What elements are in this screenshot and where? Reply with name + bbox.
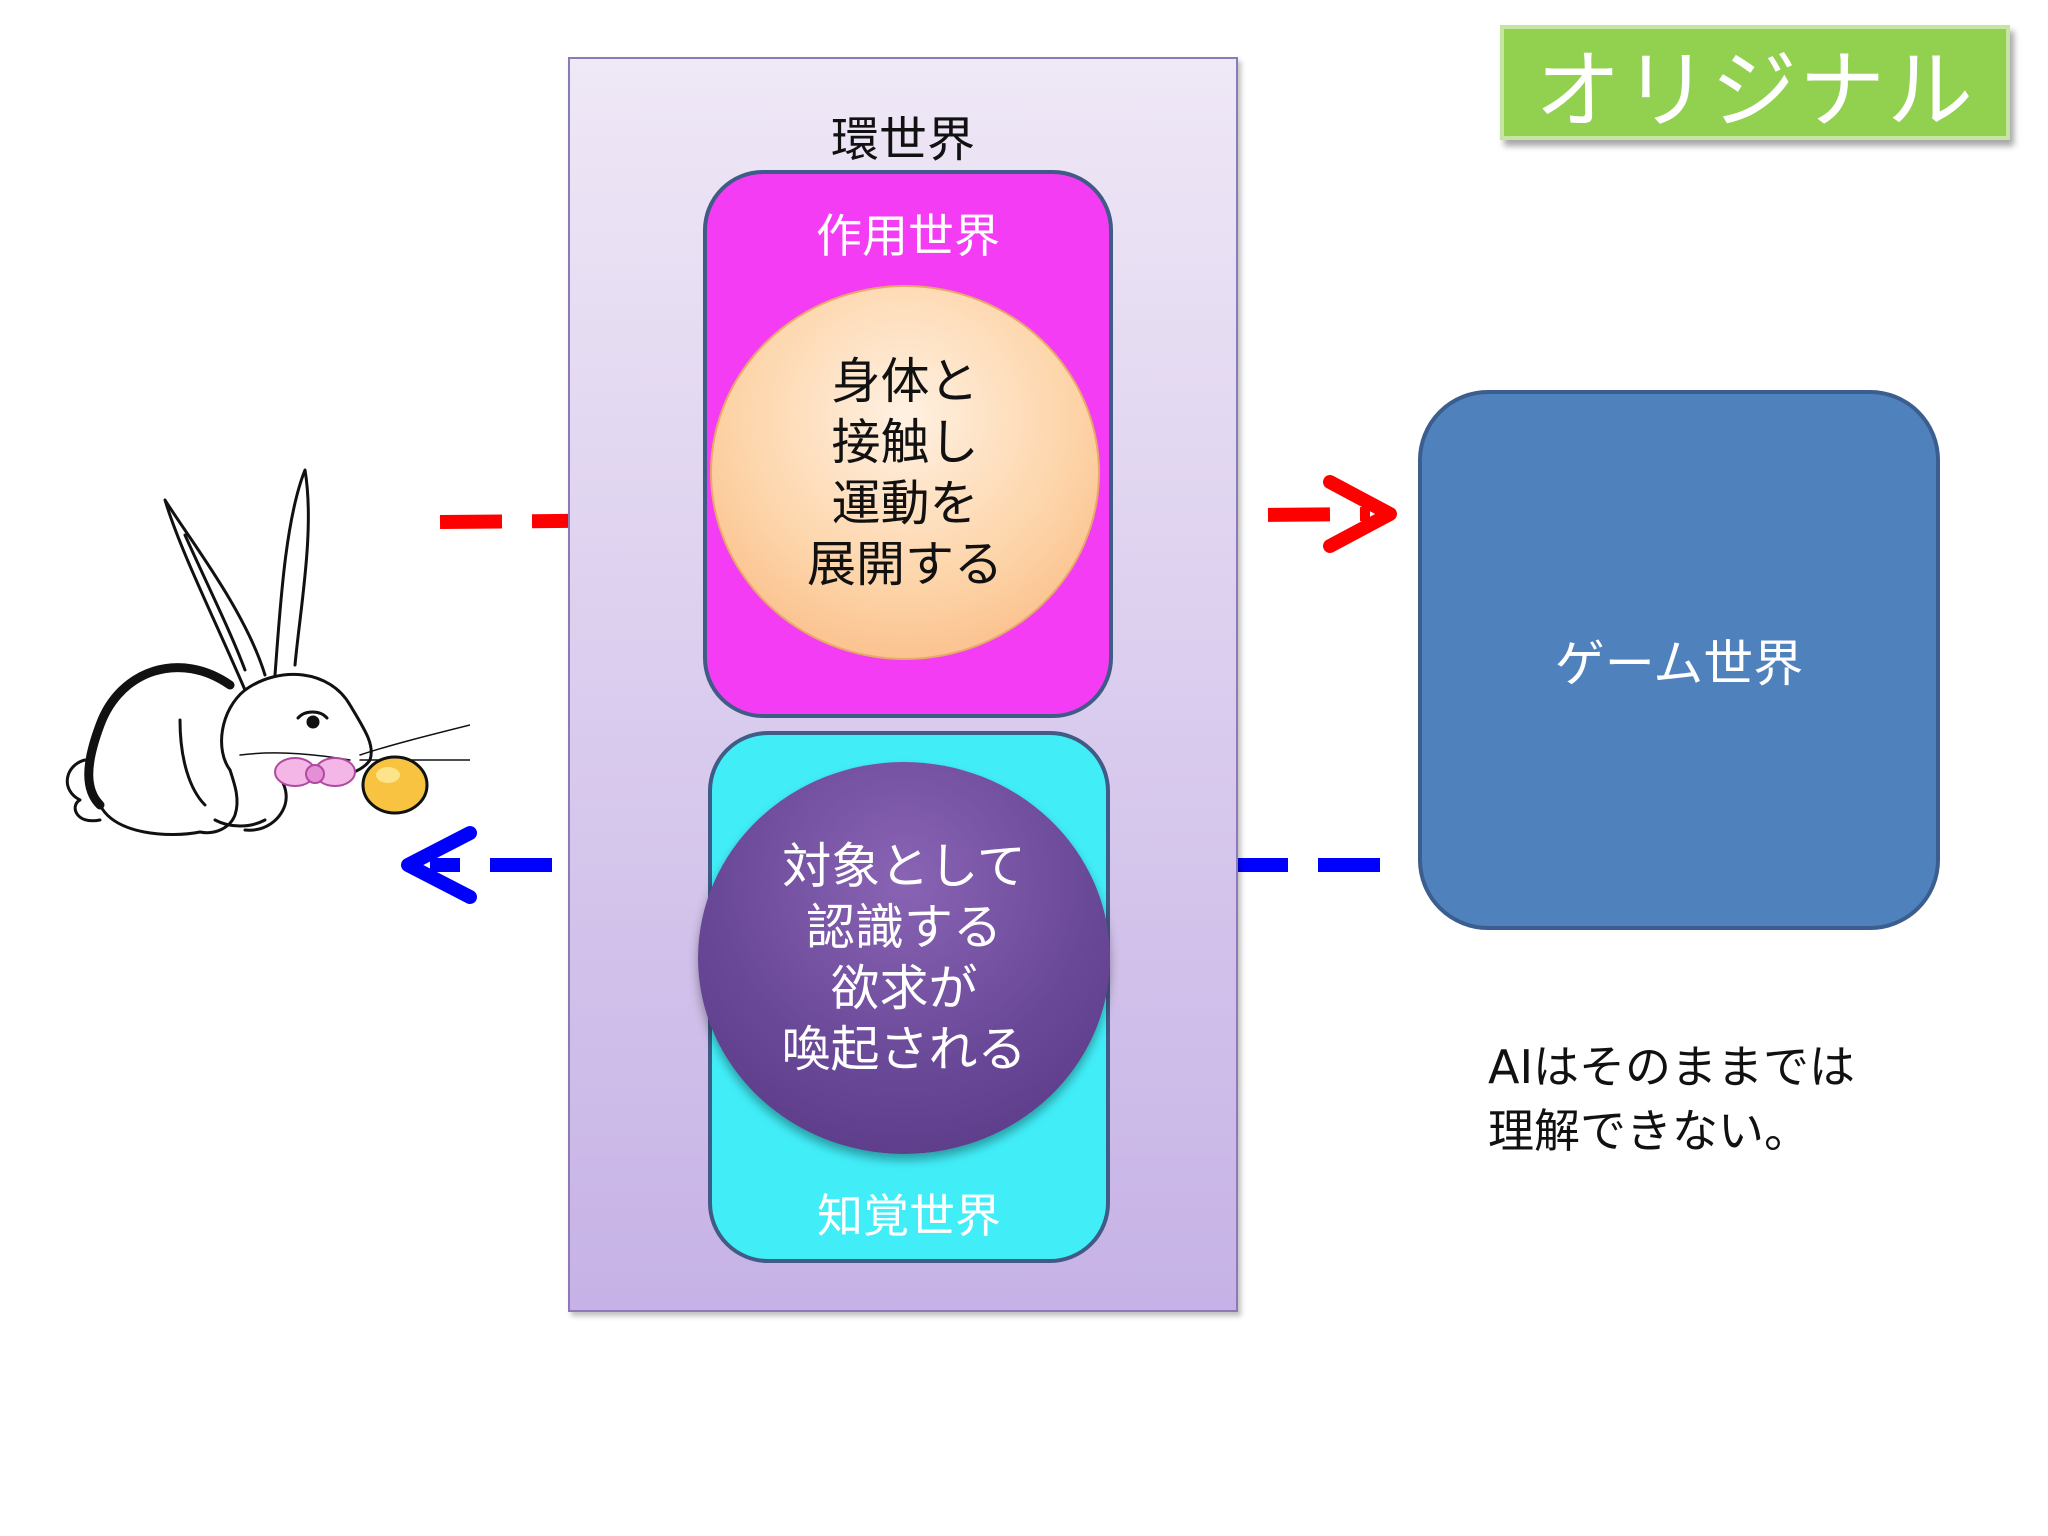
perception-circle-line: 認識する: [805, 899, 1002, 956]
note-line: 理解できない。: [1488, 1104, 1810, 1158]
perception-circle: 対象として 認識する 欲求が 喚起される: [698, 762, 1110, 1154]
game-world-box: ゲーム世界: [1418, 390, 1940, 930]
game-world-label: ゲーム世界: [1554, 635, 1804, 693]
rabbit-with-egg-icon: [65, 468, 470, 837]
action-circle: 身体と 接触し 運動を 展開する: [710, 285, 1100, 660]
badge-label: オリジナル: [1535, 41, 1975, 141]
perception-circle-line: 喚起される: [781, 1021, 1027, 1078]
note-line: AIはそのままでは: [1488, 1040, 1856, 1094]
action-circle-line: 身体と: [831, 352, 979, 410]
perception-circle-line: 対象として: [782, 838, 1026, 895]
perception-circle-line: 欲求が: [830, 960, 978, 1017]
perception-world-title: 知覚世界: [817, 1189, 1001, 1243]
action-world-title: 作用世界: [816, 209, 1000, 263]
note-text: AIはそのままでは 理解できない。: [1488, 1035, 1968, 1163]
action-circle-line: 運動を: [831, 474, 979, 532]
action-circle-line: 接触し: [831, 413, 979, 471]
original-badge: オリジナル: [1500, 25, 2010, 141]
umwelt-title: 環世界: [830, 112, 975, 168]
action-circle-line: 展開する: [806, 535, 1003, 593]
